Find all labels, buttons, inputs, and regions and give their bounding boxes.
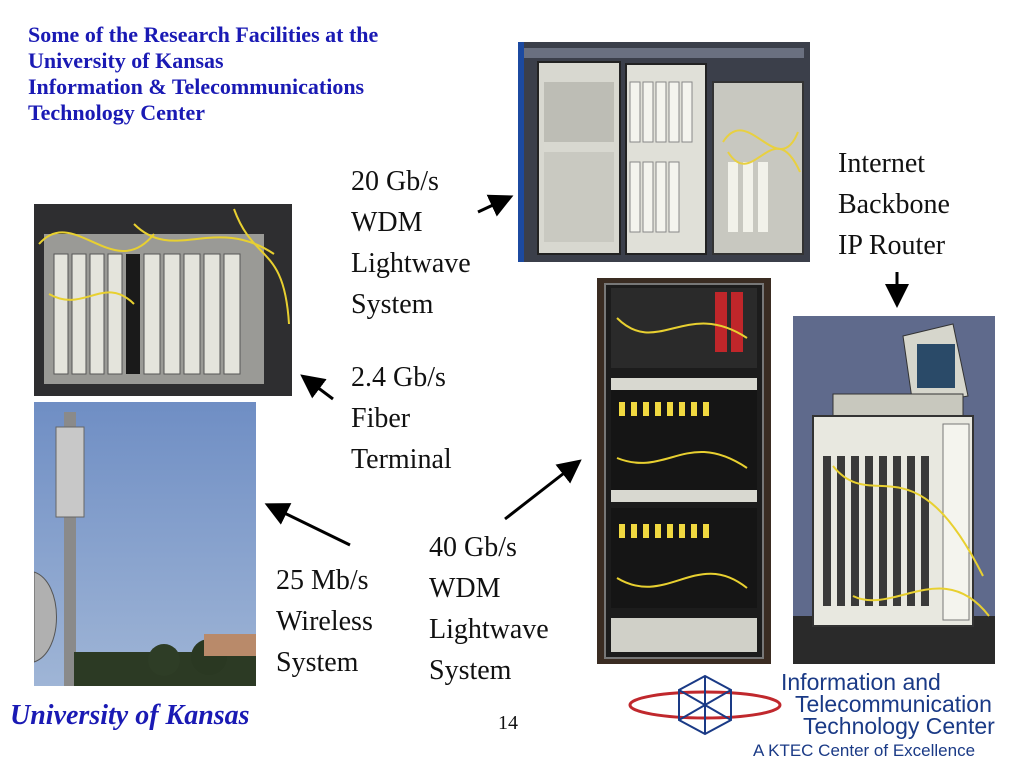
ittc-logo: Information and Telecommunication Techno…: [625, 668, 1020, 764]
title-line-4: Technology Center: [28, 100, 206, 125]
label-ip-router: Internet Backbone IP Router: [838, 148, 950, 261]
ittc-logo-icon: [628, 674, 782, 736]
logo-line-1: Information and: [781, 669, 941, 695]
label-24gbps-fiber: 2.4 Gb/s Fiber Terminal: [351, 362, 452, 475]
arrow-25mbps-icon: [264, 503, 351, 547]
label-40gbps-wdm: 40 Gb/s WDM Lightwave System: [429, 532, 549, 686]
wdm-20g-rack-photo: [518, 42, 810, 262]
label-20gbps-wdm: 20 Gb/s WDM Lightwave System: [351, 166, 471, 320]
title-line-1: Some of the Research Facilities at the: [28, 22, 379, 47]
title-line-3: Information & Telecommunications: [28, 74, 365, 99]
wireless-antenna-photo: [34, 402, 256, 686]
logo-line-2: Telecommunication: [795, 691, 992, 717]
fiber-terminal-photo: [34, 204, 292, 396]
ip-router-photo: [793, 316, 995, 664]
page-number: 14: [498, 712, 518, 734]
slide-title: Some of the Research Facilities at the U…: [28, 22, 508, 126]
arrow-24gbps-icon: [300, 374, 334, 401]
label-25mbps-wireless: 25 Mb/s Wireless System: [276, 565, 373, 678]
arrow-20gbps-icon: [477, 194, 514, 217]
wdm-40g-rack-photo: [597, 278, 771, 664]
logo-tagline: A KTEC Center of Excellence: [753, 741, 976, 760]
arrow-40gbps-icon: [504, 459, 582, 521]
footer-university: University of Kansas: [10, 700, 250, 731]
logo-line-3: Technology Center: [803, 713, 995, 739]
title-line-2: University of Kansas: [28, 48, 224, 73]
